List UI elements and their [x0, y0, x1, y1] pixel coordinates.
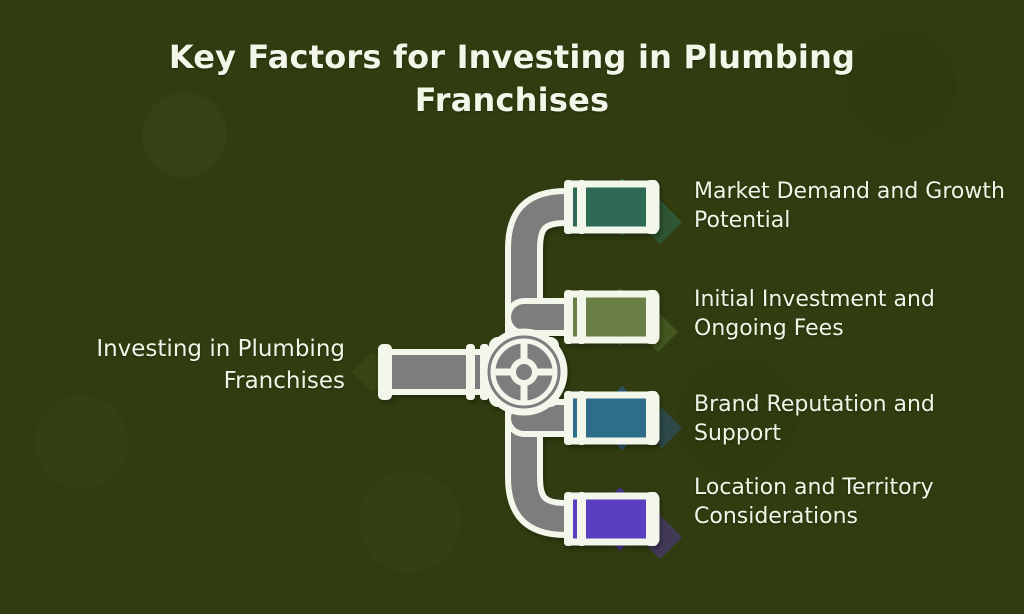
pipe-left-endcap — [378, 344, 392, 400]
branch-label-brand-reputation: Brand Reputation and Support — [694, 392, 935, 447]
root-node-label: Investing in Plumbing Franchises — [96, 336, 345, 394]
branch-label-location-territory: Location and Territory Considerations — [694, 475, 934, 530]
pipe-connector-icon — [564, 492, 660, 546]
pipe-connector-icon — [564, 391, 660, 445]
branch-label-initial-investment: Initial Investment and Ongoing Fees — [694, 287, 935, 342]
pipe-connector-icon — [564, 180, 660, 234]
branch-label-market-demand: Market Demand and Growth Potential — [694, 179, 1005, 234]
pipe-network — [378, 180, 660, 546]
valve-wheel-icon — [480, 328, 568, 416]
page-title: Key Factors for Investing in Plumbing Fr… — [168, 38, 856, 119]
pipe-connector-icon — [564, 290, 660, 344]
pipe-ring — [466, 344, 475, 400]
